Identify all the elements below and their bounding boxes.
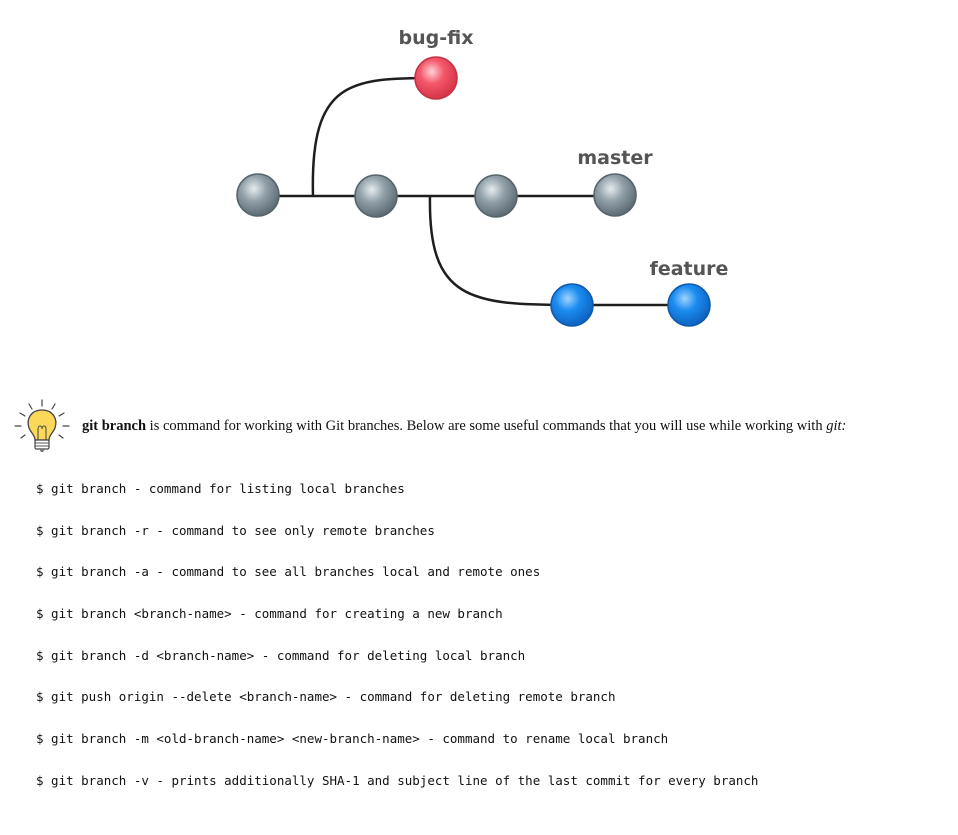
- lightbulb-icon: [14, 399, 70, 452]
- command-line: $ git branch -m <old-branch-name> <new-b…: [36, 731, 669, 747]
- master-commit-node: [593, 173, 637, 217]
- tip-text: git branch is command for working with G…: [82, 416, 846, 436]
- command-line: $ git branch -r - command to see only re…: [36, 522, 435, 538]
- bug-fix-commit-node: [414, 56, 458, 100]
- command-line: $ git branch -a - command to see all bra…: [36, 564, 541, 580]
- commit-node: [236, 173, 280, 217]
- feature-commit-node: [667, 283, 711, 327]
- command-line: $ git branch <branch-name> - command for…: [36, 606, 503, 622]
- tip-git-term: git:: [826, 418, 847, 434]
- commit-node: [474, 174, 518, 218]
- feature-commit-node: [550, 283, 594, 327]
- command-line: $ git branch -v - prints additionally SH…: [36, 772, 759, 788]
- bug-fix-label: bug-fix: [399, 27, 474, 49]
- commit-node: [354, 174, 398, 218]
- master-label: master: [577, 147, 653, 169]
- command-list: $ git branch - command for listing local…: [36, 479, 758, 813]
- feature-label: feature: [650, 258, 729, 280]
- git-branch-diagram: bug-fix master feature: [236, 27, 729, 327]
- command-line: $ git branch - command for listing local…: [36, 481, 405, 496]
- bug-fix-line: [311, 76, 437, 197]
- feature-line: [428, 195, 573, 307]
- command-line: $ git push origin --delete <branch-name>…: [36, 689, 616, 705]
- tip-command: git branch: [82, 418, 147, 434]
- tip-description: is command for working with Git branches…: [146, 418, 827, 434]
- command-line: $ git branch -d <branch-name> - command …: [36, 647, 526, 663]
- tip-callout: git branch is command for working with G…: [12, 398, 952, 454]
